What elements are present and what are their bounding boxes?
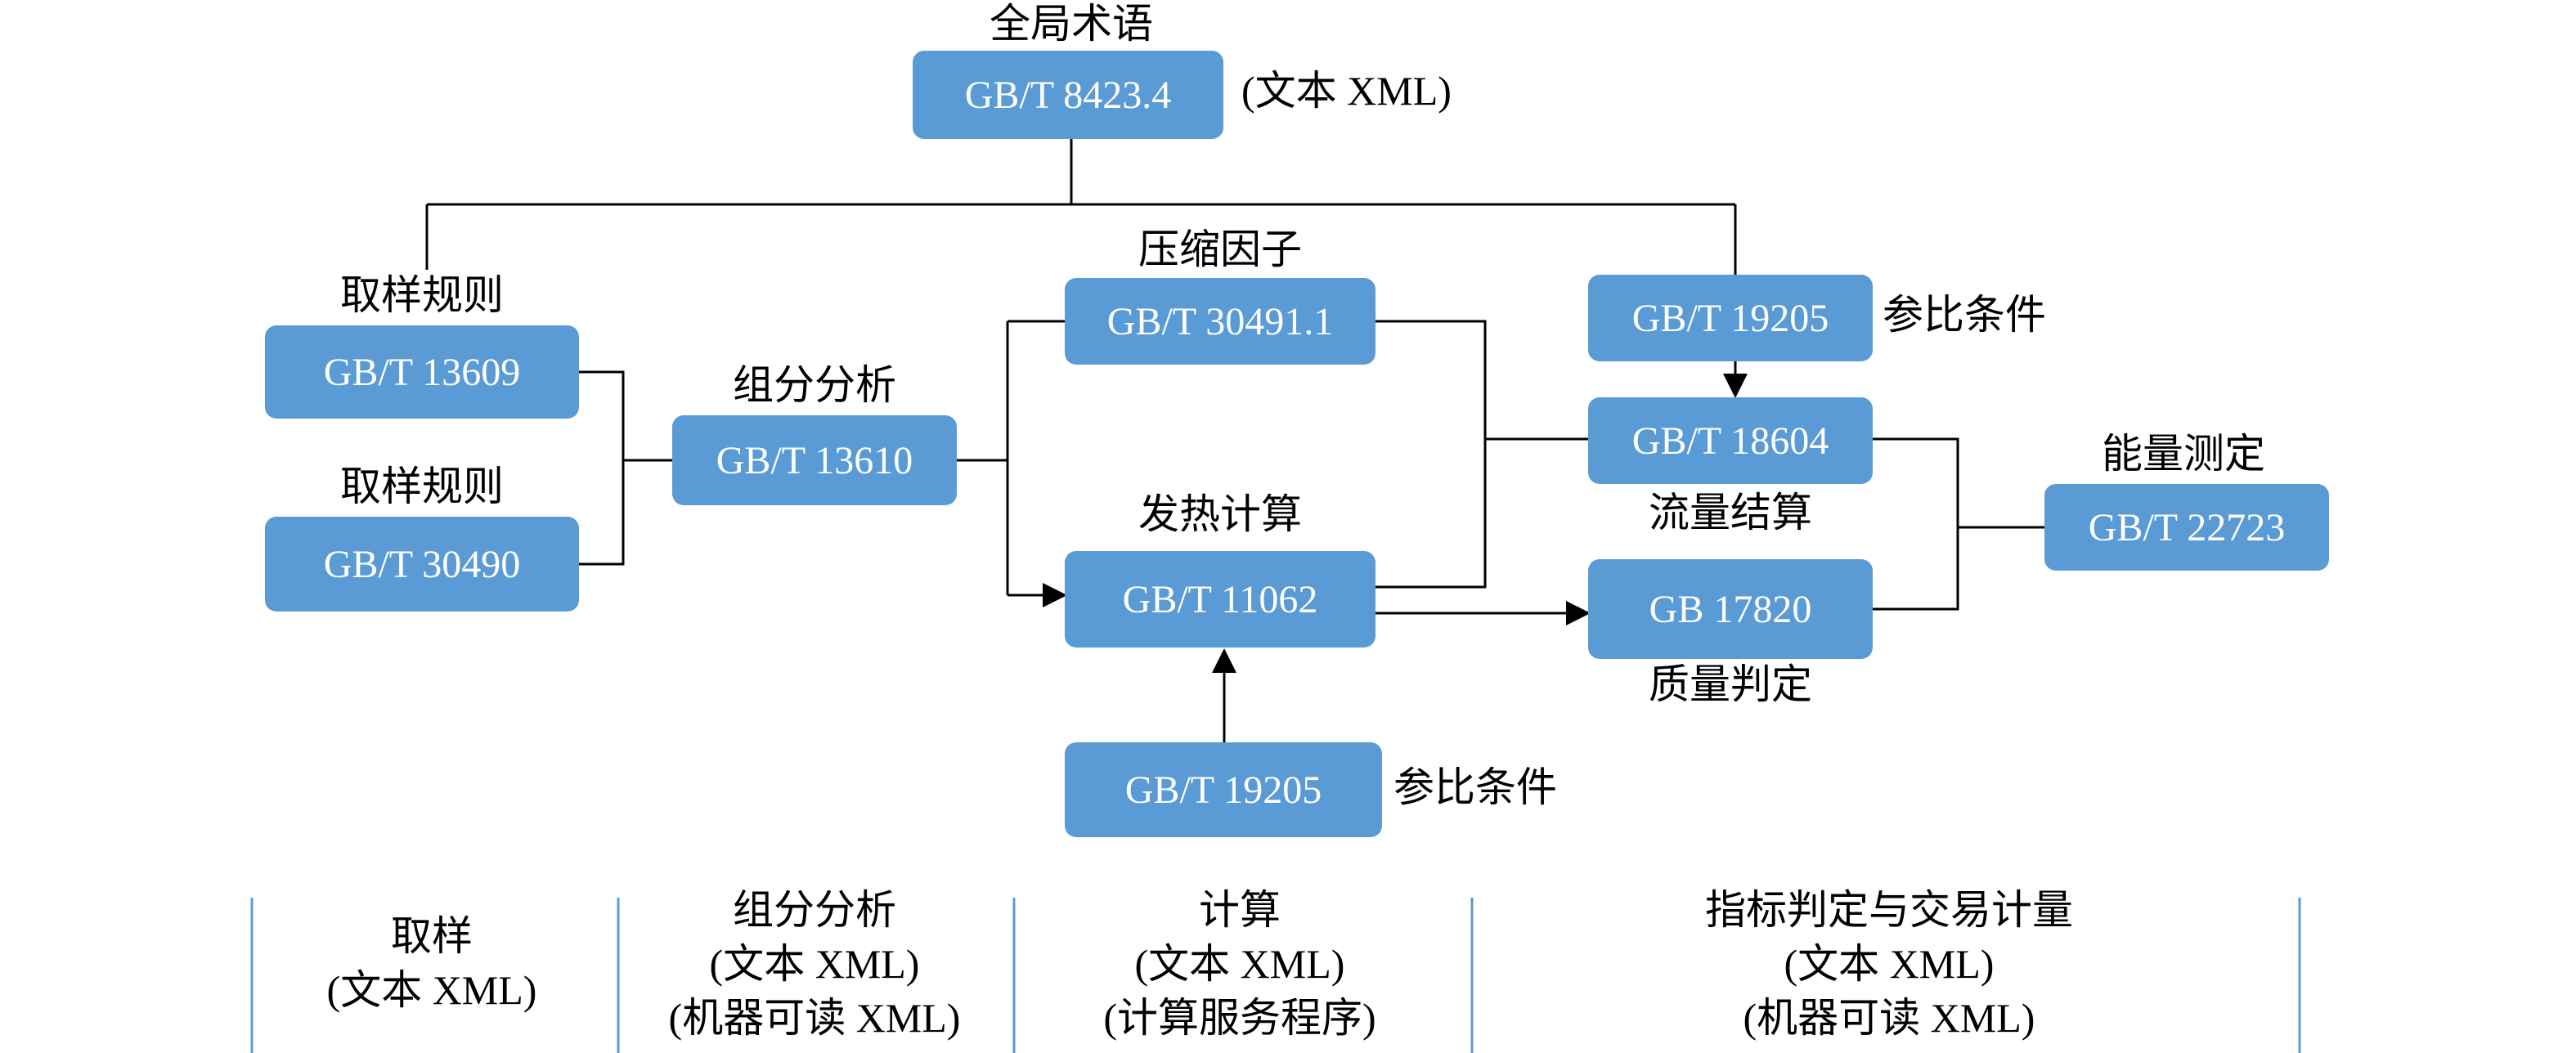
- column-sampling: 取样 (文本 XML): [327, 909, 537, 1017]
- sampling-box-1[interactable]: GB/T 13609: [265, 325, 579, 419]
- compression-title: 压缩因子: [1138, 226, 1302, 272]
- reference-bottom-label: 参比条件: [1393, 764, 1557, 810]
- column-line: (文本 XML): [709, 941, 920, 987]
- compression-out-line: [1376, 320, 1487, 589]
- column-trading: 指标判定与交易计量 (文本 XML) (机器可读 XML): [1705, 883, 2073, 1045]
- composition-box[interactable]: GB/T 13610: [672, 415, 957, 505]
- column-title: 组分分析: [732, 887, 896, 933]
- top-title: 全局术语: [990, 1, 1153, 47]
- column-line: (文本 XML): [1134, 941, 1345, 987]
- composition-title: 组分分析: [733, 362, 896, 408]
- sampling-title-2: 取样规则: [340, 464, 504, 509]
- quality-label: 质量判定: [1649, 661, 1812, 707]
- reference-top-box[interactable]: GB/T 19205: [1588, 275, 1873, 361]
- column-line: (计算服务程序): [1103, 995, 1376, 1041]
- reference-bottom-box[interactable]: GB/T 19205: [1065, 742, 1382, 837]
- energy-title: 能量测定: [2102, 431, 2265, 477]
- column-title: 指标判定与交易计量: [1705, 887, 2073, 933]
- column-composition: 组分分析 (文本 XML) (机器可读 XML): [669, 883, 961, 1045]
- compression-box[interactable]: GB/T 30491.1: [1065, 278, 1376, 365]
- top-format-label: (文本 XML): [1241, 68, 1452, 114]
- sampling-title-1: 取样规则: [340, 272, 504, 318]
- flow-box[interactable]: GB/T 18604: [1588, 397, 1873, 484]
- flow-label: 流量结算: [1649, 490, 1812, 535]
- quality-box[interactable]: GB 17820: [1588, 559, 1873, 659]
- top-standard-box[interactable]: GB/T 8423.4: [913, 51, 1223, 139]
- calorific-box[interactable]: GB/T 11062: [1065, 551, 1376, 647]
- column-line: (机器可读 XML): [1743, 995, 2035, 1041]
- flow-quality-bracket-line: [1873, 437, 1959, 611]
- sampling-box-2[interactable]: GB/T 30490: [265, 517, 579, 612]
- column-title: 取样: [390, 913, 473, 959]
- column-calculation: 计算 (文本 XML) (计算服务程序): [1103, 883, 1376, 1045]
- column-line: (文本 XML): [326, 967, 537, 1013]
- calorific-title: 发热计算: [1138, 491, 1302, 537]
- column-line: (文本 XML): [1784, 941, 1995, 987]
- energy-box[interactable]: GB/T 22723: [2044, 484, 2329, 571]
- column-title: 计算: [1199, 887, 1281, 933]
- reference-top-label: 参比条件: [1883, 292, 2046, 338]
- column-line: (机器可读 XML): [668, 995, 961, 1041]
- sampling-bracket-line: [579, 370, 625, 566]
